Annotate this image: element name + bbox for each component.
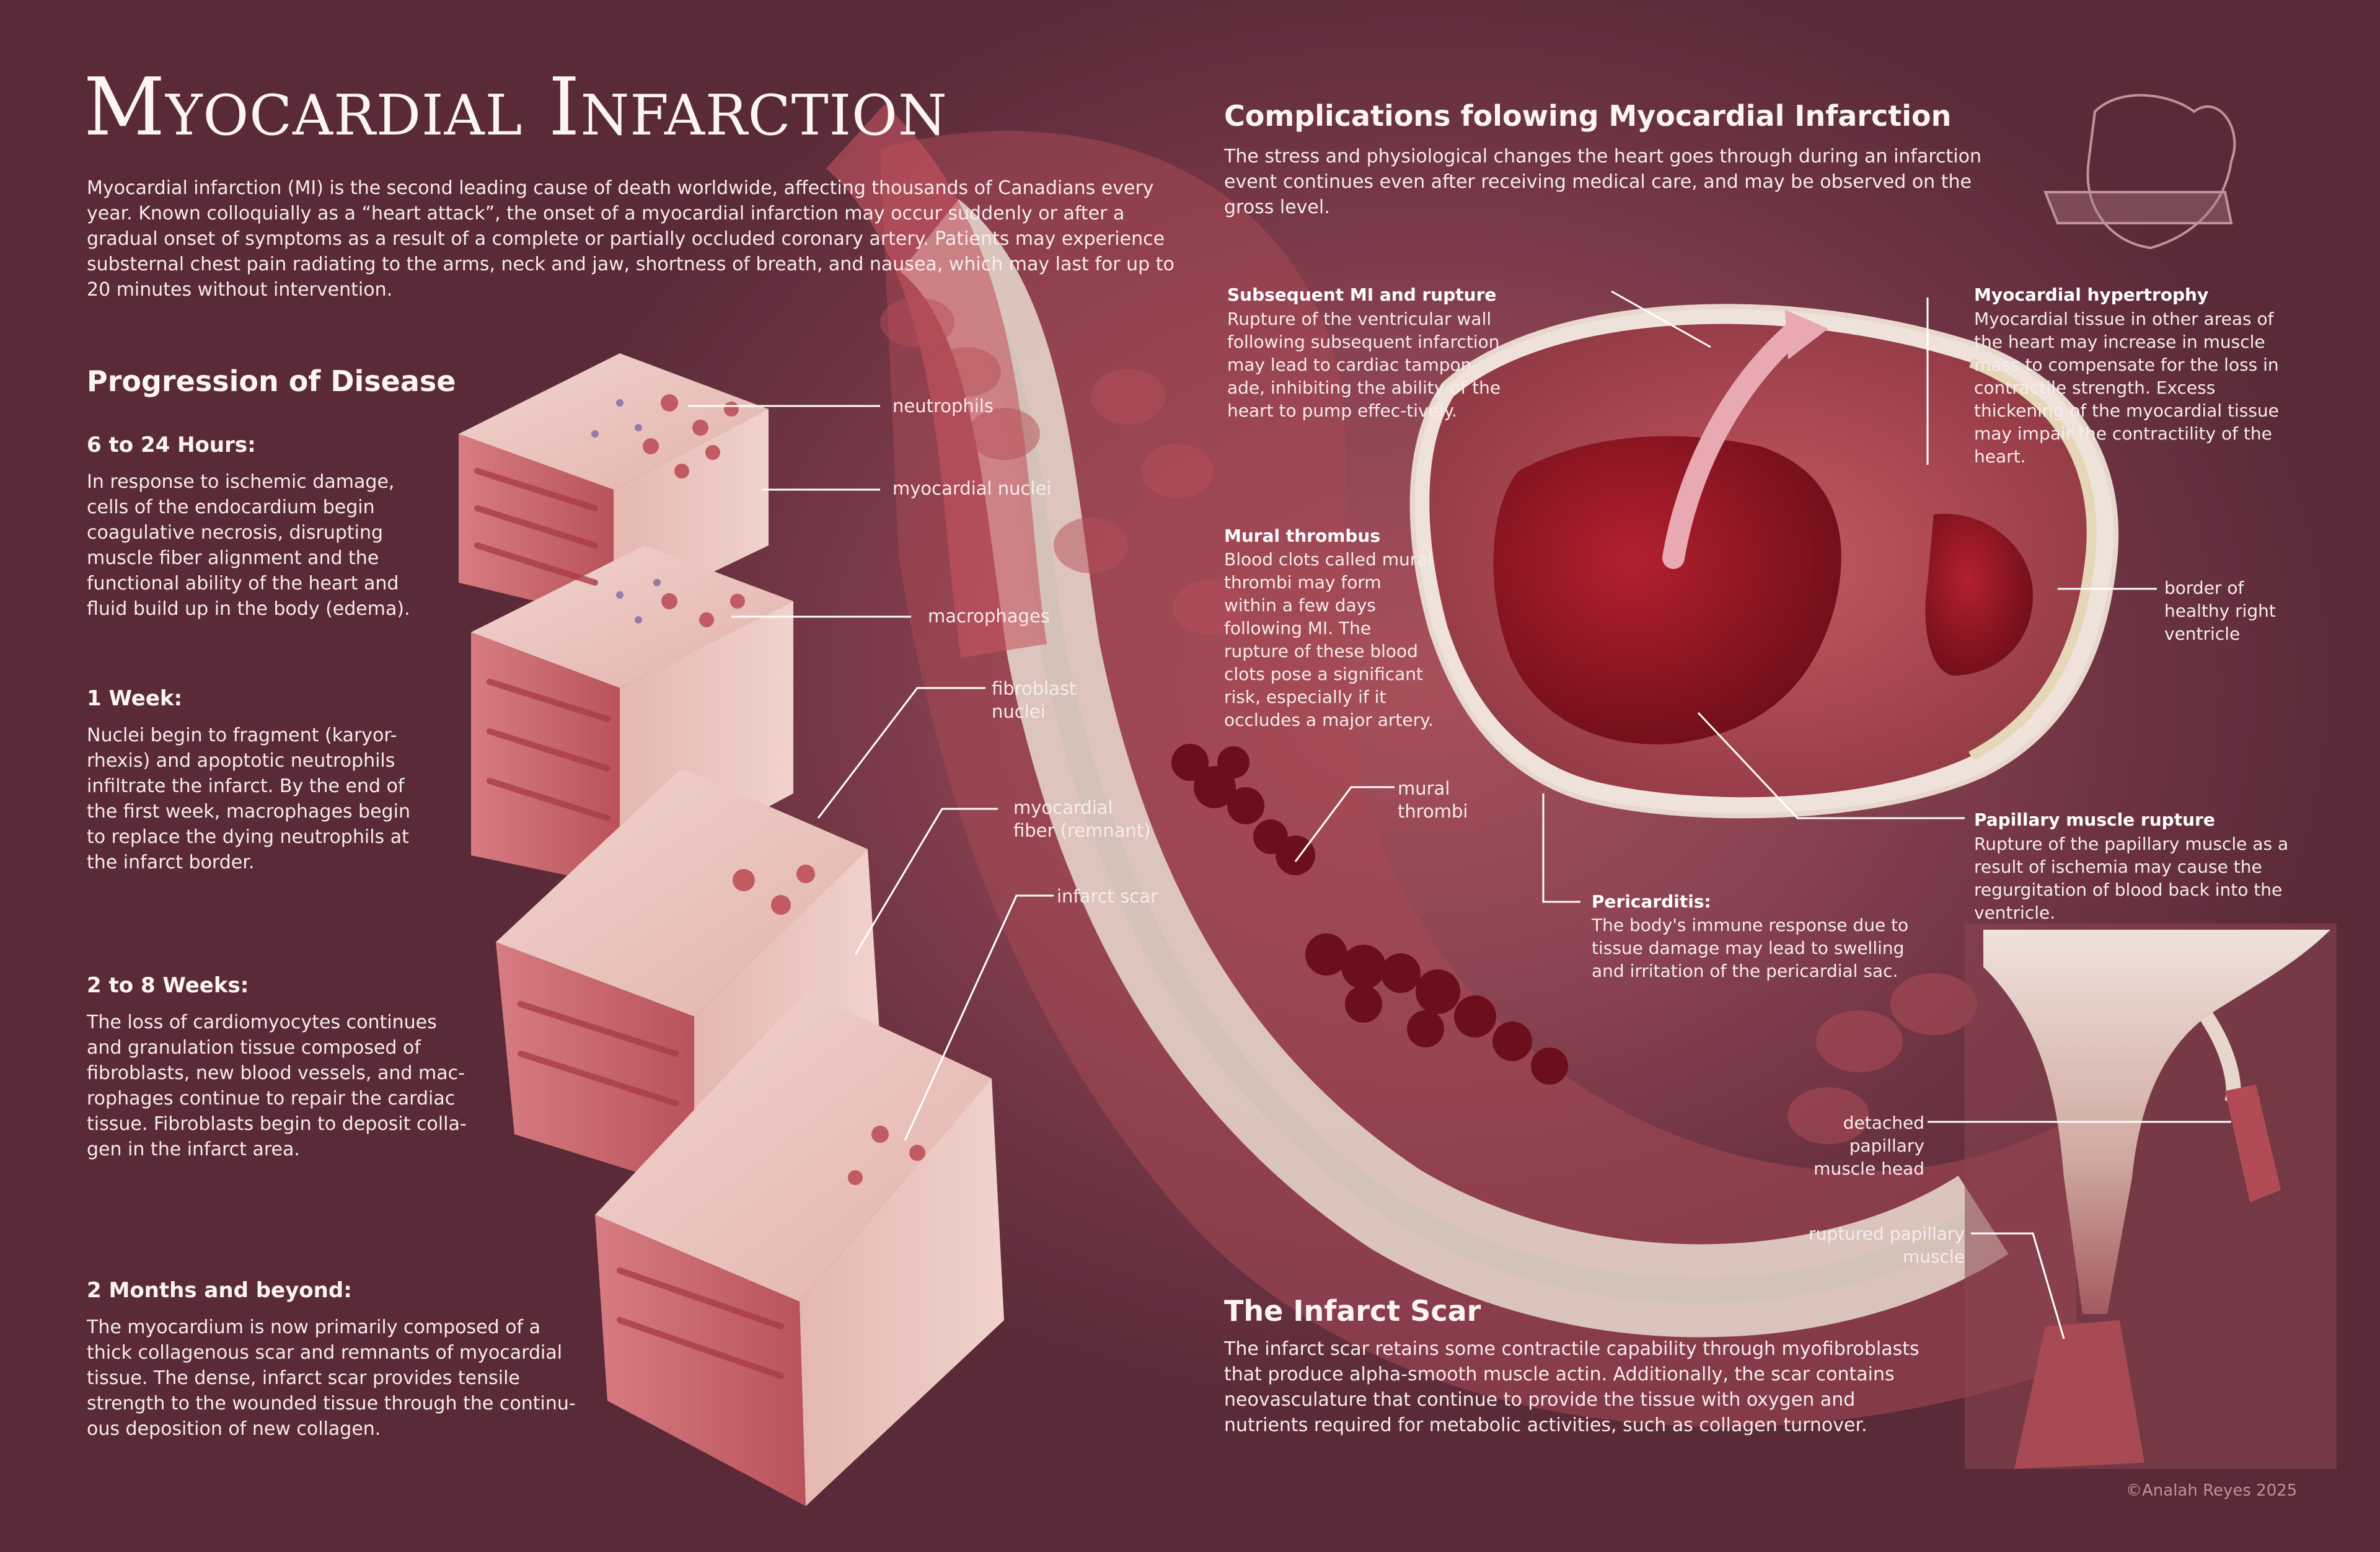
thrombus-text: Blood clots called mural thrombi may for…: [1224, 549, 1434, 730]
papillary-title: Papillary muscle rupture: [1974, 809, 2215, 830]
label-myocardial-fiber: myocardial fiber (remnant): [1013, 797, 1151, 841]
label-fibroblast-nuclei: fibroblast nuclei: [992, 678, 1077, 722]
stage-title-6-24h: 6 to 24 Hours:: [87, 433, 256, 457]
stage-text-2-months: The myocardium is now primarily composed…: [87, 1316, 576, 1440]
label-border-right-ventricle: border of healthy right ventricle: [2164, 578, 2276, 644]
rupture-title: Subsequent MI and rupture: [1227, 284, 1497, 305]
tissue-cube-2-months: [595, 992, 1004, 1506]
label-ruptured-papillary-muscle: ruptured papillary muscle: [1809, 1224, 1965, 1267]
stage-title-2-months: 2 Months and beyond:: [87, 1278, 352, 1303]
stage-title-2-8-weeks: 2 to 8 Weeks:: [87, 973, 249, 998]
credit: ©Analah Reyes 2025: [2126, 1481, 2298, 1500]
progression-heading: Progression of Disease: [87, 364, 456, 398]
label-macrophages: macrophages: [928, 606, 1050, 627]
stage-title-1-week: 1 Week:: [87, 686, 183, 711]
label-infarct-scar: infarct scar: [1057, 886, 1158, 907]
heart-orientation-icon: [2043, 94, 2236, 250]
label-detached-papillary-head: detached papillary muscle head: [1814, 1113, 1924, 1179]
intro-paragraph: Myocardial infarction (MI) is the second…: [87, 177, 1175, 301]
label-mural-thrombi: mural thrombi: [1398, 778, 1468, 822]
rupture-text: Rupture of the ventricular wall followin…: [1227, 309, 1501, 421]
papillary-muscle-inset: [1965, 924, 2337, 1469]
stage-text-2-8-weeks: The loss of cardiomyocytes continues and…: [87, 1012, 467, 1160]
infarct-scar-text: The infarct scar retains some contractil…: [1224, 1338, 1919, 1436]
papillary-text: Rupture of the papillary muscle as a res…: [1974, 834, 2289, 923]
complications-intro: The stress and physiological changes the…: [1224, 146, 1982, 218]
stage-text-6-24h: In response to ischemic damage, cells of…: [87, 471, 410, 620]
label-neutrophils: neutrophils: [892, 395, 994, 417]
infarct-scar-heading: The Infarct Scar: [1224, 1294, 1481, 1328]
stage-text-1-week: Nuclei begin to fragment (karyor-rhexis)…: [87, 725, 410, 873]
page-title: Myocardial Infarction: [84, 61, 948, 154]
complications-heading: Complications folowing Myocardial Infarc…: [1224, 99, 1952, 133]
thrombus-title: Mural thrombus: [1224, 526, 1381, 546]
ventricle-cross-section: [1409, 304, 2119, 819]
hypertrophy-title: Myocardial hypertrophy: [1974, 284, 2209, 305]
pericarditis-text: The body's immune response due to tissue…: [1592, 915, 1909, 981]
hypertrophy-text: Myocardial tissue in other areas of the …: [1974, 309, 2279, 467]
pericarditis-title: Pericarditis:: [1592, 891, 1711, 912]
label-myocardial-nuclei: myocardial nuclei: [892, 478, 1052, 499]
